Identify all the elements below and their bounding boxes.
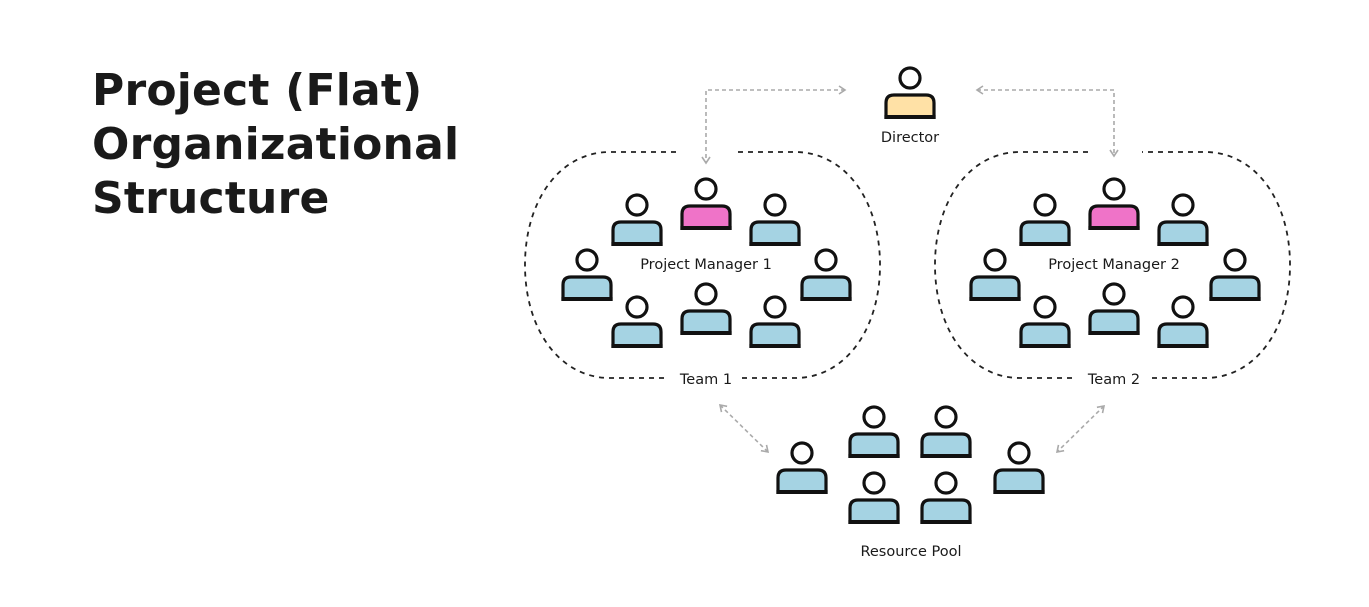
project-manager-2-person-icon xyxy=(1088,177,1140,230)
director-team2-connector xyxy=(975,85,1119,158)
director-person-icon xyxy=(884,66,936,119)
team2-member-person-icon xyxy=(1088,282,1140,335)
pool-member-person-icon xyxy=(920,405,972,458)
team1-member-person-icon xyxy=(611,295,663,348)
team2-member-person-icon xyxy=(1019,193,1071,246)
project-manager-1-person-icon xyxy=(680,177,732,230)
title-line-3: Structure xyxy=(92,173,330,224)
pool-member-person-icon xyxy=(848,405,900,458)
title-line-1: Project (Flat) xyxy=(92,65,423,116)
director-label: Director xyxy=(881,130,939,146)
people-group xyxy=(561,66,1261,524)
team2-member-person-icon xyxy=(969,248,1021,301)
team1-member-person-icon xyxy=(611,193,663,246)
team2-member-person-icon xyxy=(1209,248,1261,301)
team1-member-person-icon xyxy=(561,248,613,301)
team-1-label: Team 1 xyxy=(679,372,732,388)
team1-member-person-icon xyxy=(800,248,852,301)
team2-member-person-icon xyxy=(1157,295,1209,348)
pool-member-person-icon xyxy=(993,441,1045,494)
project-manager-2-label: Project Manager 2 xyxy=(1048,257,1180,273)
team2-member-person-icon xyxy=(1019,295,1071,348)
team-2-label: Team 2 xyxy=(1087,372,1140,388)
team1-member-person-icon xyxy=(680,282,732,335)
team1-pool-connector xyxy=(718,403,770,454)
pool-member-person-icon xyxy=(920,471,972,524)
pool-member-person-icon xyxy=(848,471,900,524)
project-manager-1-label: Project Manager 1 xyxy=(640,257,772,273)
team-2-boundary xyxy=(934,151,1291,379)
director-team1-connector xyxy=(701,85,847,165)
team2-pool-connector xyxy=(1055,404,1106,454)
team2-member-person-icon xyxy=(1157,193,1209,246)
team1-member-person-icon xyxy=(749,193,801,246)
title-line-2: Organizational xyxy=(92,119,460,170)
resource-pool-label: Resource Pool xyxy=(860,544,961,560)
team1-member-person-icon xyxy=(749,295,801,348)
page-title: Project (Flat) Organizational Structure xyxy=(92,64,459,226)
pool-member-person-icon xyxy=(776,441,828,494)
